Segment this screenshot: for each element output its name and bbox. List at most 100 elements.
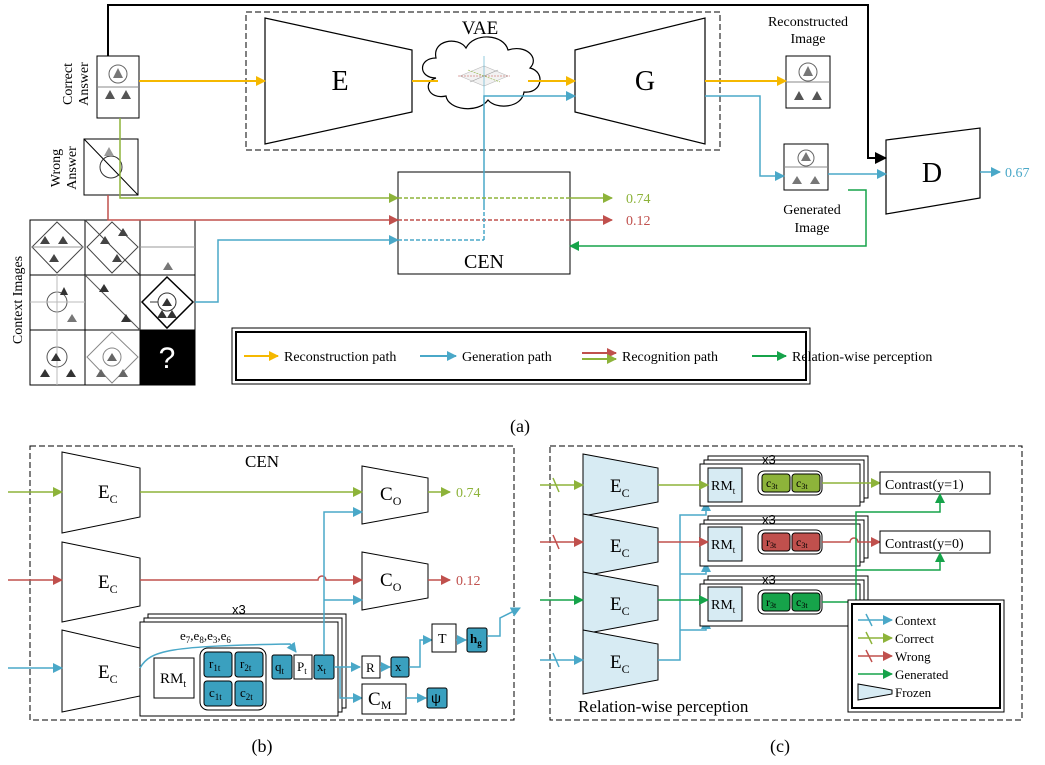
cen-label: CEN <box>464 251 504 273</box>
c-context-to-rm1 <box>658 501 711 661</box>
arrow-generator-to-generated <box>705 95 785 181</box>
c-ec-block-1 <box>582 453 659 517</box>
c-row2-chip-b-label: c3t <box>796 535 808 550</box>
discriminator-label: D <box>922 158 942 189</box>
legend-generation: Generation path <box>462 350 552 365</box>
c-contrast-0-label: Contrast(y=0) <box>885 537 964 552</box>
co-block-1 <box>361 465 429 525</box>
c-row3-chip-a <box>761 592 791 612</box>
score-wrong: 0.12 <box>626 214 651 229</box>
c-ec-label-3: EC <box>610 594 630 618</box>
discriminator-block <box>885 127 981 215</box>
c-row2-chip-a-label: r3t <box>766 535 777 550</box>
missing-panel-question: ? <box>159 342 176 375</box>
b-t-label: T <box>438 632 447 647</box>
c-row1-chip-b-label: c3t <box>796 476 808 491</box>
correct-answer-image <box>96 55 140 119</box>
b-psi-label: ψ <box>431 690 441 706</box>
b-x-box-label: x <box>395 659 402 674</box>
b-edges-arrow <box>139 641 297 669</box>
legend-recognition: Recognition path <box>622 350 718 365</box>
b-x-to-t <box>409 635 433 668</box>
b-p-box <box>293 654 313 680</box>
c-ec-label-1: EC <box>610 476 630 500</box>
c-row3-chip-b-label: c3t <box>796 595 808 610</box>
b-score-bottom: 0.12 <box>456 574 481 589</box>
encoder-label: E <box>331 66 348 97</box>
co-block-2 <box>361 551 429 611</box>
co-label-2: CO <box>380 570 402 594</box>
b-wrong-path <box>140 575 363 585</box>
c-row3-to-contrast1 <box>855 493 945 570</box>
arrow-correct-to-cen <box>119 118 399 203</box>
ec-block-1 <box>61 451 141 534</box>
b-r2-label: r2t <box>240 656 252 673</box>
b-rm-box <box>153 657 195 699</box>
panel-b-caption: (b) <box>252 736 273 757</box>
b-cm-label: CM <box>368 689 392 712</box>
b-psi-chip <box>426 687 448 709</box>
c-row2-x3: x3 <box>762 512 776 527</box>
legend-relation: Relation-wise perception <box>792 350 932 365</box>
c-row3-x3: x3 <box>762 572 776 587</box>
b-cm-box <box>361 683 407 715</box>
wrong-answer-label-1: Wrong <box>49 149 64 187</box>
legend-frozen: Frozen <box>895 685 932 700</box>
ec-label-2: EC <box>98 572 118 596</box>
ec-label-3: EC <box>98 662 118 686</box>
correct-answer-label-2: Answer <box>77 62 92 106</box>
panel-b: CEN EC EC EC CO CO 0.74 0.12 x3 e7,e8,e3… <box>8 445 521 757</box>
context-images-grid: ? <box>29 219 196 386</box>
b-h-label: hg <box>470 631 482 648</box>
b-r-box-label: R <box>366 660 375 675</box>
c-rm-label-1: RMt <box>711 479 736 496</box>
reconstructed-label-2: Image <box>791 32 826 47</box>
c-row1-chip-a-label: c3t <box>766 476 778 491</box>
c-row3-chip-b <box>791 592 821 612</box>
discriminator-score: 0.67 <box>1005 166 1030 181</box>
generator-label: G <box>635 66 655 97</box>
c-rm-box-1 <box>707 467 743 503</box>
c-row1-chip-a <box>761 473 791 493</box>
b-c2-label: c2t <box>240 685 253 702</box>
ec-label-1: EC <box>98 482 118 506</box>
b-rm-label: RMt <box>160 671 186 690</box>
b-r1-label: r1t <box>209 656 221 673</box>
correct-answer-label-1: Correct <box>61 63 76 105</box>
b-x-to-co1 <box>323 507 363 655</box>
b-r2-chip <box>234 651 264 678</box>
arrow-generated-to-cen <box>569 189 867 251</box>
c-rm-label-3: RMt <box>711 598 736 615</box>
legend-generated: Generated <box>895 667 949 682</box>
legend-context: Context <box>895 613 937 628</box>
legend-a: Reconstruction path Generation path Reco… <box>231 327 811 385</box>
panel-a-caption: (a) <box>510 416 530 437</box>
legend-wrong: Wrong <box>895 649 931 664</box>
ec-block-2 <box>61 541 141 623</box>
b-x-label: xt <box>317 659 327 676</box>
legend-correct: Correct <box>895 631 934 646</box>
c-ec-label-4: EC <box>610 652 630 676</box>
generated-label-1: Generated <box>783 203 841 218</box>
legend-c: Context Correct Wrong Generated Frozen <box>847 599 1005 713</box>
panel-c-frame <box>549 445 1023 721</box>
c-row1-chip-b <box>791 473 821 493</box>
c-ec-block-3 <box>582 571 659 635</box>
wrong-answer-label-2: Answer <box>65 146 80 190</box>
c-ec-block-2 <box>582 513 659 577</box>
panel-b-title: CEN <box>245 452 279 471</box>
b-edges-label: e7,e8,e3,e6 <box>180 628 231 645</box>
c-row2-to-contrast <box>822 537 881 547</box>
arrow-wrong-to-cen <box>107 195 399 225</box>
latent-space-icon <box>458 56 510 96</box>
c-context-to-rm2 <box>680 562 711 575</box>
panel-a: VAE E G Correct Answer Wrong <box>11 4 1030 437</box>
b-r1-chip <box>203 651 233 678</box>
c-row2-chip-a <box>761 532 791 552</box>
arrow-context-to-cen <box>195 235 399 303</box>
b-x3-label: x3 <box>232 602 246 617</box>
b-h-out <box>487 607 521 637</box>
c-rm-box-2 <box>707 526 743 562</box>
c-contrast-1-label: Contrast(y=1) <box>885 478 964 493</box>
